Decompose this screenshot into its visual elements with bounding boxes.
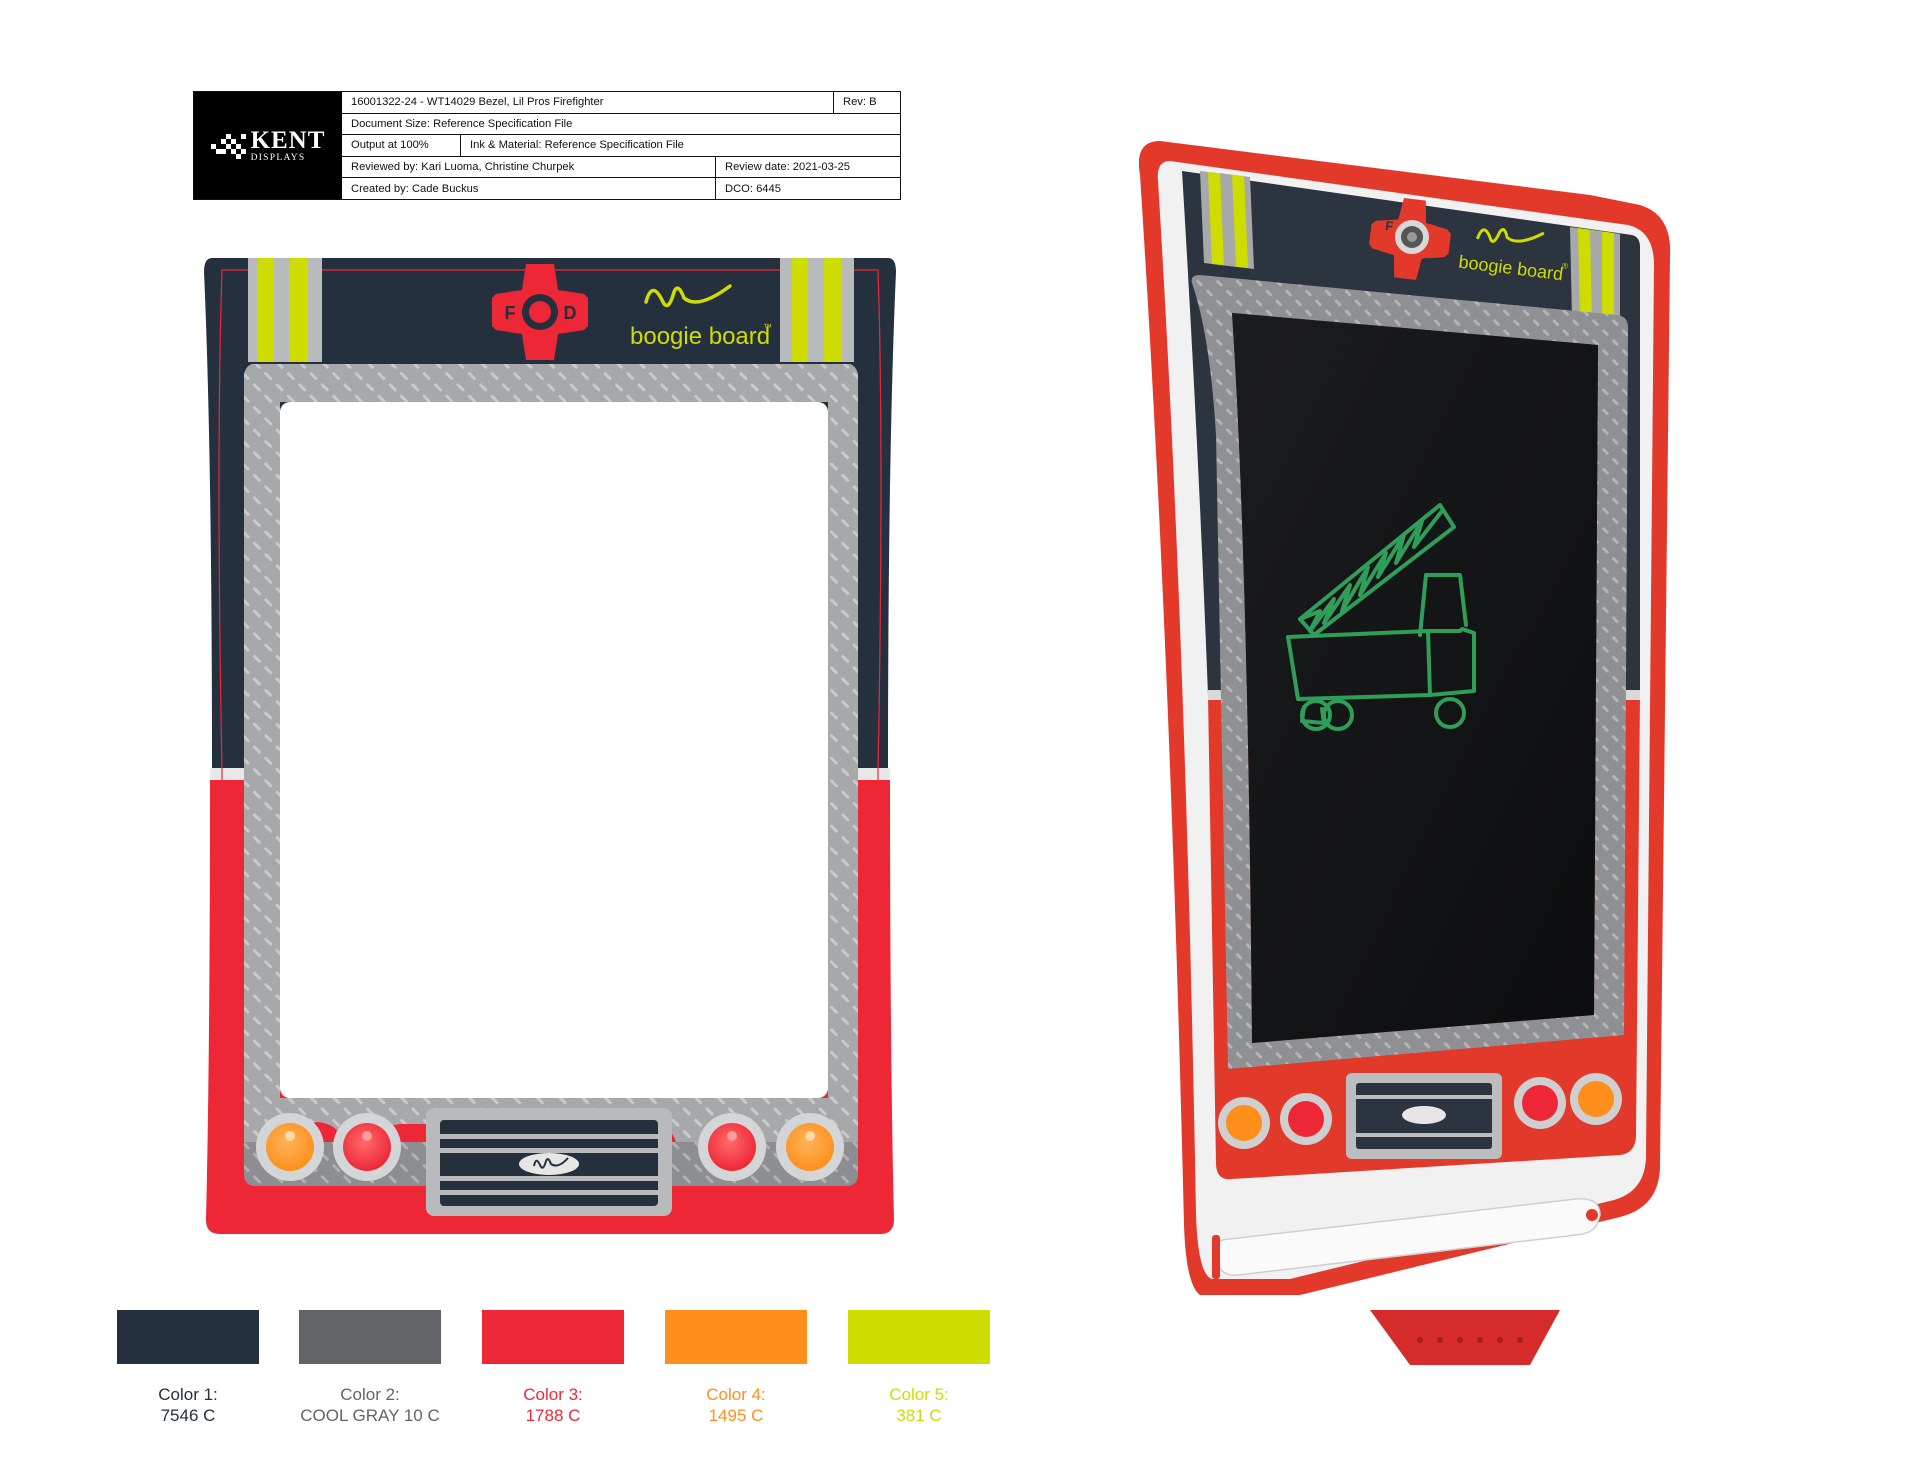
device-diamond-plate [1191, 275, 1628, 1069]
swatch-label-5: Color 5: 381 C [819, 1384, 1019, 1426]
trademark-symbol: ™ [763, 322, 772, 332]
swatch-name: Color 5: [889, 1385, 949, 1404]
device-lamp-right-orange [1570, 1073, 1622, 1125]
lamp-left-orange [256, 1113, 324, 1181]
reviewed-by: Reviewed by: Kari Luoma, Christine Churp… [342, 156, 716, 178]
device-emblem-letter-f: F [1385, 218, 1395, 234]
swatch-color-4 [665, 1310, 807, 1364]
device-swoosh-icon [1476, 228, 1545, 243]
device-grille [1346, 1073, 1502, 1159]
swatch-label-1: Color 1: 7546 C [88, 1384, 288, 1426]
swatch-code: 381 C [896, 1406, 942, 1425]
swatch-name: Color 2: [340, 1385, 400, 1404]
swatch-color-3 [482, 1310, 624, 1364]
dco-number: DCO: 6445 [725, 182, 781, 195]
lamp-right-orange [776, 1113, 844, 1181]
swatch-color-5 [848, 1310, 990, 1364]
logo-line-2: DISPLAYS [250, 152, 306, 163]
ink-material: Ink & Material: Reference Specification … [470, 139, 684, 152]
device-band-left [1200, 171, 1254, 269]
swatch-code: 1788 C [525, 1406, 581, 1425]
device-stand-tab [1370, 1310, 1560, 1365]
device-lamp-right-red [1514, 1077, 1566, 1129]
swatch-name: Color 3: [523, 1385, 583, 1404]
review-date: Review date: 2021-03-25 [725, 161, 851, 174]
boogie-board-swoosh-icon [644, 284, 732, 308]
swatch-color-1 [117, 1310, 259, 1364]
document-size: Document Size: Reference Specification F… [351, 117, 573, 130]
boogie-board-logo: boogie board ™ [630, 284, 772, 350]
fire-department-emblem: F D [492, 264, 588, 360]
lamp-left-red [333, 1113, 401, 1181]
boogie-board-wordmark: boogie board [630, 323, 770, 350]
swatch-color-2 [299, 1310, 441, 1364]
created-by: Created by: Cade Buckus [342, 178, 716, 199]
swatch-code: 7546 C [160, 1406, 216, 1425]
emblem-letter-d: D [564, 303, 577, 323]
truck-grille [426, 1108, 672, 1216]
lamp-right-red [698, 1113, 766, 1181]
stand-tab-vents [1417, 1337, 1523, 1343]
device-emblem-letter-d: D [1422, 255, 1433, 271]
device-band-right [1570, 227, 1620, 325]
swatch-code: 1495 C [708, 1406, 764, 1425]
erase-button[interactable] [1395, 220, 1429, 254]
checker-flag-icon [210, 133, 246, 159]
registered-symbol: ® [1561, 261, 1568, 271]
part-title: 16001322-24 - WT14029 Bezel, Lil Pros Fi… [342, 92, 834, 113]
swatch-label-3: Color 3: 1788 C [453, 1384, 653, 1426]
revision: Rev: B [843, 96, 877, 109]
logo-line-1: KENT [250, 126, 326, 154]
swatch-name: Color 1: [158, 1385, 218, 1404]
swatch-label-4: Color 4: 1495 C [636, 1384, 836, 1426]
grille-swoosh-icon [533, 1157, 569, 1169]
lcd-screen [1232, 313, 1598, 1043]
device-lamp-left-orange [1218, 1097, 1270, 1149]
bezel-artwork: F D boogie board ™ [204, 258, 896, 1234]
emblem-letter-f: F [505, 303, 516, 323]
stylus[interactable] [1212, 1198, 1601, 1279]
swatch-label-2: Color 2: COOL GRAY 10 C [270, 1384, 470, 1426]
reflective-band-left [248, 258, 322, 362]
title-block: KENT DISPLAYS 16001322-24 - WT14029 Beze… [193, 91, 901, 200]
device-lamp-left-red [1280, 1093, 1332, 1145]
swatch-name: Color 4: [706, 1385, 766, 1404]
reflective-band-right [780, 258, 854, 362]
output-scale: Output at 100% [342, 135, 461, 156]
drawing-window [280, 402, 828, 1098]
product-photo: F D boogie board ® [1138, 141, 1671, 1365]
bezel-keyline [218, 269, 882, 1213]
swatch-code: COOL GRAY 10 C [300, 1406, 440, 1425]
fire-truck-drawing [1286, 503, 1476, 731]
kent-displays-logo: KENT DISPLAYS [194, 92, 342, 199]
